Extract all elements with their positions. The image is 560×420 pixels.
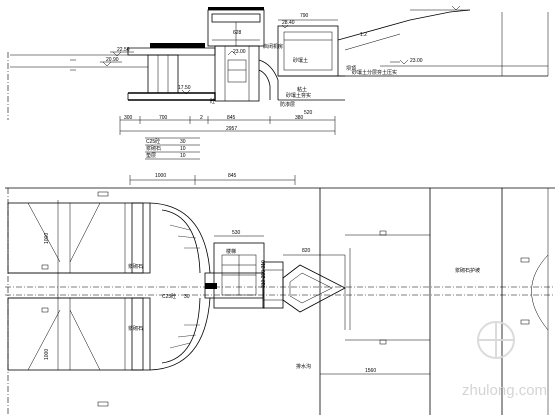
svg-text:垫层: 垫层 <box>146 152 156 159</box>
elevation-left-top: 22.50 <box>110 47 134 57</box>
svg-text:C25砼: C25砼 <box>162 293 176 300</box>
svg-text:820: 820 <box>302 248 311 254</box>
svg-text:845: 845 <box>227 115 236 121</box>
embankment-plan: 1560 排水沟 浆砌石护坡 <box>296 188 549 415</box>
svg-text:排水沟: 排水沟 <box>296 363 311 370</box>
svg-text:启闭机房: 启闭机房 <box>263 43 283 50</box>
svg-text:浆砌石: 浆砌石 <box>128 263 143 270</box>
svg-text:30: 30 <box>180 139 186 145</box>
svg-text:300: 300 <box>124 115 133 121</box>
svg-text:520: 520 <box>304 110 313 116</box>
outlet-box: 790 28.40 <box>277 13 339 77</box>
wing-walls: 浆砌石 浆砌石 <box>128 202 211 371</box>
svg-text:700: 700 <box>159 115 168 121</box>
svg-text:浆砌石: 浆砌石 <box>128 325 143 332</box>
svg-text:1000: 1000 <box>155 173 166 179</box>
svg-text:砂壤土分层夯土压实: 砂壤土分层夯土压实 <box>352 69 397 76</box>
svg-text:28.40: 28.40 <box>282 20 295 26</box>
svg-text:坝顶: 坝顶 <box>346 65 356 72</box>
svg-text:C25砼: C25砼 <box>146 138 160 145</box>
hoist-house: 628 <box>207 7 265 47</box>
plan-left-dimensions: 1000 1000 <box>44 200 59 370</box>
svg-text:790: 790 <box>300 13 309 19</box>
cross-section: 22.50 20.90 628 23 <box>7 5 549 415</box>
svg-text:10: 10 <box>180 153 186 159</box>
svg-text:1560: 1560 <box>365 368 376 374</box>
gate-chamber: 楼梯 C25砼 30 530 <box>162 230 265 309</box>
svg-text:砼: 砼 <box>210 98 215 105</box>
watermark: zhulong.com <box>462 321 547 399</box>
svg-text:20.90: 20.90 <box>106 57 119 63</box>
section-dimension-chain: 300 700 2 845 380 2957 <box>119 115 336 135</box>
svg-text:10: 10 <box>180 146 186 152</box>
svg-text:浆砌石护坡: 浆砌石护坡 <box>455 267 480 274</box>
svg-text:23.00: 23.00 <box>410 58 423 64</box>
svg-text:1000: 1000 <box>44 349 50 360</box>
svg-text:628: 628 <box>233 30 242 36</box>
svg-text:310 250 310: 310 250 310 <box>261 260 267 288</box>
svg-text:砂壤土: 砂壤土 <box>293 57 308 64</box>
material-legend: C25砼 30 浆砌石 10 垫层 10 <box>145 137 200 160</box>
svg-text:粘土: 粘土 <box>297 86 307 93</box>
svg-text:845: 845 <box>228 173 237 179</box>
plan-view: 1000 845 1000 1000 <box>5 173 555 415</box>
outlet-transition: 310 250 310 820 <box>261 248 346 313</box>
watermark-text: zhulong.com <box>462 382 547 399</box>
elevation-left-water: 20.90 <box>100 57 122 67</box>
svg-text:22.50: 22.50 <box>117 47 130 53</box>
svg-text:530: 530 <box>232 230 241 236</box>
svg-text:380: 380 <box>295 115 304 121</box>
svg-text:2957: 2957 <box>226 126 237 132</box>
svg-text:17.50: 17.50 <box>178 85 191 91</box>
svg-text:1000: 1000 <box>44 233 50 244</box>
svg-text:30: 30 <box>184 294 190 300</box>
svg-text:砂壤土夯实: 砂壤土夯实 <box>286 92 311 99</box>
svg-text:防渗层: 防渗层 <box>280 101 295 108</box>
svg-text:1:2: 1:2 <box>360 32 367 38</box>
embankment: 23.00 1:2 砂壤土分层夯土压实 <box>337 5 549 77</box>
svg-text:楼梯: 楼梯 <box>226 248 236 255</box>
svg-text:2: 2 <box>200 115 203 121</box>
svg-text:浆砌石: 浆砌石 <box>146 145 161 152</box>
svg-text:23.00: 23.00 <box>233 49 246 55</box>
plan-top-dimensions: 1000 845 <box>129 173 296 185</box>
